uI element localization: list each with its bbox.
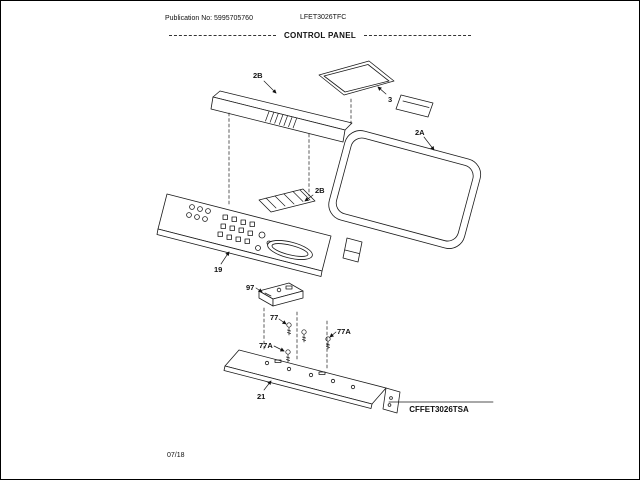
callout-2a: 2A bbox=[415, 128, 425, 137]
model-number: LFET3026TFC bbox=[300, 14, 347, 21]
part-2b-trim-strip bbox=[210, 90, 353, 143]
section-title-row: CONTROL PANEL bbox=[169, 31, 471, 40]
callout-19: 19 bbox=[214, 265, 222, 274]
callout-77a-right: 77A bbox=[337, 327, 351, 336]
part-2b-insert bbox=[258, 188, 316, 213]
part-21-shield bbox=[223, 349, 401, 414]
title-rule-left bbox=[169, 35, 276, 36]
callout-97: 97 bbox=[246, 283, 254, 292]
part-2a-panel-frame bbox=[328, 130, 482, 249]
alignment-lines bbox=[228, 98, 352, 371]
grille-hatch bbox=[265, 111, 297, 129]
callout-77a-left: 77A bbox=[259, 341, 273, 350]
callout-21: 21 bbox=[257, 392, 265, 401]
leader-lines bbox=[220, 80, 435, 391]
screw-77-b bbox=[301, 329, 307, 343]
keypad-buttons bbox=[186, 204, 272, 251]
part-3-cover-plate bbox=[318, 60, 395, 96]
date-code: 07/18 bbox=[167, 452, 185, 459]
section-title: CONTROL PANEL bbox=[283, 31, 357, 40]
title-rule-right bbox=[364, 35, 471, 36]
callout-3: 3 bbox=[388, 95, 392, 104]
display-window bbox=[267, 240, 313, 260]
frame-foot-bracket bbox=[342, 237, 363, 263]
publication-number: Publication No: 5995705760 bbox=[165, 15, 253, 22]
screw-77a-right bbox=[325, 336, 331, 350]
screws bbox=[285, 322, 331, 363]
callout-77: 77 bbox=[270, 313, 278, 322]
screw-77-a bbox=[286, 322, 292, 336]
part-19-control-panel bbox=[156, 193, 332, 277]
part-97-control-board bbox=[258, 282, 304, 307]
drawing-code: CFFET3026TSA bbox=[409, 405, 469, 414]
callout-2b-top: 2B bbox=[253, 71, 263, 80]
callout-2b-mid: 2B bbox=[315, 186, 325, 195]
screw-77a-left bbox=[285, 349, 291, 363]
callout-labels: 2B 3 2A 2B 19 97 77 77A 77A 21 bbox=[214, 71, 425, 401]
top-bracket bbox=[395, 94, 434, 118]
